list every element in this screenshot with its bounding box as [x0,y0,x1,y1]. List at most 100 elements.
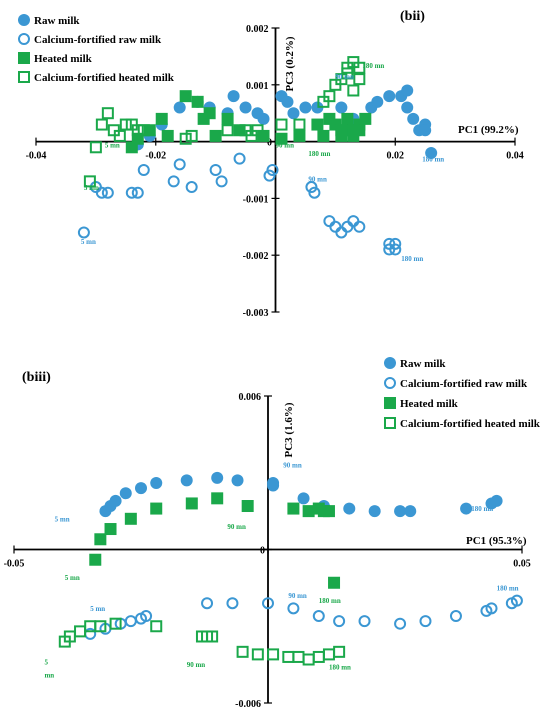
data-point [155,112,168,125]
data-point [353,73,366,86]
point-annotation: 5 mn [84,184,99,192]
data-point [460,502,473,515]
data-point [211,492,224,505]
data-point [371,95,384,108]
data-point [353,124,366,137]
point-annotation: 180 mn [319,597,341,605]
data-point [161,129,174,142]
series-square-open [83,56,366,188]
data-point [510,594,523,607]
data-point [131,186,144,199]
y-tick-label: 0.006 [239,392,262,403]
data-point [267,648,280,661]
data-point [347,84,360,97]
data-point [401,84,414,97]
point-annotation: 90 mn [227,523,246,531]
data-point [233,152,246,165]
point-annotation: 180 mn [362,62,384,70]
data-point [251,124,264,137]
data-point [347,215,360,228]
data-point [267,476,280,489]
data-point [150,620,163,633]
data-point [389,243,402,256]
x-tick-label: 0 [267,138,272,149]
data-point [358,615,371,628]
legend-label: Raw milk [400,358,446,370]
legend-marker [18,14,30,26]
legend-marker [384,397,396,409]
point-annotation: 5 mn [90,605,105,613]
x-tick-label: -0.04 [26,151,47,162]
data-point [299,101,312,114]
point-annotation: 5 [44,659,48,667]
data-point [343,502,356,515]
data-point [333,615,346,628]
data-point [94,620,107,633]
legend-label: Raw milk [34,15,80,27]
data-point [328,576,341,589]
x-axis-label: PC1 (95.3%) [466,535,527,547]
data-point [275,132,288,145]
data-point [292,650,305,663]
data-point [83,175,96,188]
data-point [293,118,306,131]
data-point [239,101,252,114]
data-point [333,645,346,658]
point-annotation: 90 mn [288,592,307,600]
origin-label: 0 [260,546,265,557]
point-annotation: 90 mn [187,661,206,669]
panel-label: (bii) [400,9,425,24]
data-point [74,625,87,638]
x-tick-label: 0.05 [513,559,531,570]
legend-marker [384,377,396,389]
data-point [101,107,114,120]
data-point [335,226,348,239]
data-point [323,215,336,228]
legend-label: Calcium-fortified heated milk [400,418,541,430]
data-point [95,186,108,199]
data-point [394,617,407,630]
data-point [77,226,90,239]
data-point [113,129,126,142]
data-point [180,474,193,487]
data-point [124,615,137,628]
legend-label: Calcium-fortified raw milk [34,34,162,46]
data-point [335,101,348,114]
data-point [394,505,407,518]
point-annotation: 180 mn [422,155,444,163]
data-point [140,610,153,623]
data-point [221,124,234,137]
data-point [201,597,214,610]
legend-label: Heated milk [34,53,93,65]
x-tick-label: 0.04 [506,151,524,162]
data-point [425,146,438,159]
data-point [302,653,315,666]
data-point [282,650,295,663]
data-point [89,141,102,154]
data-point [185,181,198,194]
data-point [322,505,335,518]
point-annotation: 180 mn [471,505,493,513]
data-point [179,90,192,103]
data-point [353,61,366,74]
point-annotation: 90 mn [276,141,295,149]
data-point [167,175,180,188]
y-tick-label: -0.003 [243,308,269,319]
data-point [221,112,234,125]
data-point [275,118,288,131]
data-point [150,476,163,489]
legend-label: Heated milk [400,398,459,410]
point-annotation: 180 mn [308,150,330,158]
y-axis-label: PC3 (1.6%) [283,402,295,457]
x-axis-label: PC1 (99.2%) [458,124,519,136]
data-point [401,101,414,114]
data-point [266,164,279,176]
data-point [305,181,318,194]
point-annotation: 90 mn [308,175,327,183]
series-square-open [58,617,346,666]
data-point [312,650,325,663]
data-point [263,169,276,182]
